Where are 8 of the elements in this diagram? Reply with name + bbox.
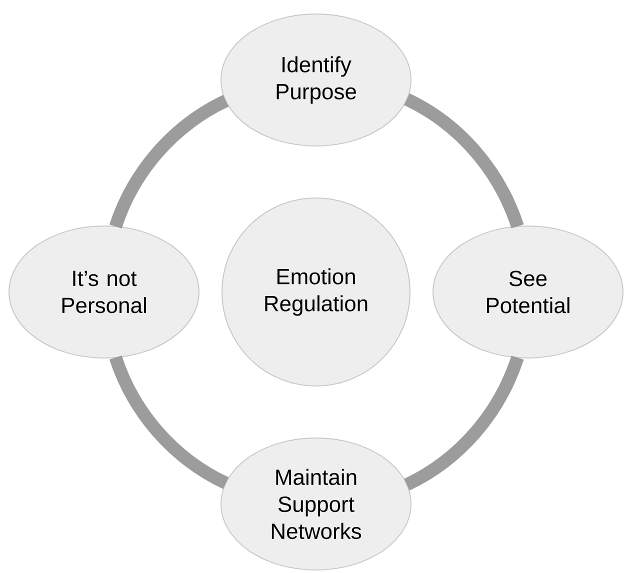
ring-arc <box>109 95 229 229</box>
ellipse-node: Identify Purpose <box>220 14 412 146</box>
ellipse-node: Maintain Support Networks <box>220 437 412 570</box>
ring-arc <box>404 355 524 490</box>
ring-arc <box>109 355 229 489</box>
ring-arc <box>404 94 524 229</box>
ellipse-node: See Potential <box>432 226 624 358</box>
ellipse-node: It’s not Personal <box>8 226 200 358</box>
